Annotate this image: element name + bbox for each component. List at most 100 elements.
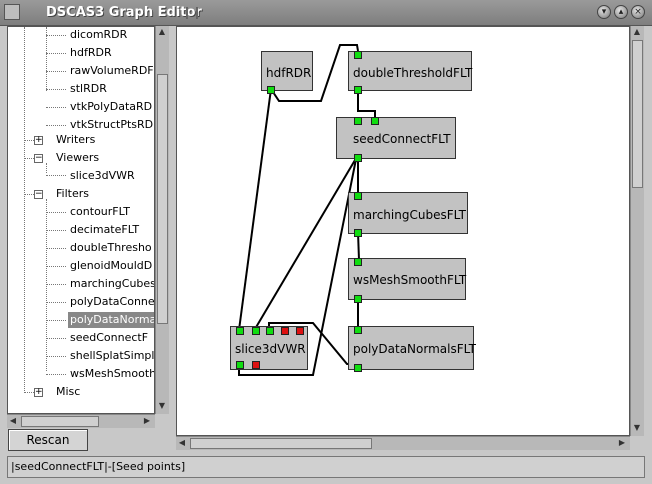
- tree-item-misc[interactable]: Misc: [56, 385, 81, 398]
- tree-item-filters[interactable]: Filters: [56, 187, 89, 200]
- node-label: slice3dVWR: [235, 342, 306, 356]
- tree-branch-line: [46, 199, 47, 371]
- node-doublethresholdflt[interactable]: doubleThresholdFLT: [348, 51, 473, 94]
- tree-item-hdfrdr[interactable]: hdfRDR: [70, 46, 112, 59]
- node-wsmeshsmoothflt[interactable]: wsMeshSmoothFLT: [348, 258, 467, 303]
- tree-item-viewers[interactable]: Viewers: [56, 151, 100, 164]
- tree-item-marchingcubes[interactable]: marchingCubes: [70, 277, 155, 290]
- scroll-up-icon[interactable]: ▲: [158, 27, 166, 36]
- node-label: hdfRDR: [266, 66, 312, 80]
- title-grip-icon: [186, 7, 198, 19]
- tree-branch-line: [24, 392, 42, 393]
- output-port[interactable]: [354, 154, 362, 162]
- node-slice3dvwr[interactable]: slice3dVWR: [230, 326, 308, 370]
- canvas-vertical-scrollbar[interactable]: ▲ ▼: [630, 26, 644, 436]
- module-tree[interactable]: dicomRDR hdfRDR rawVolumeRDF stlRDR vtkP…: [7, 26, 155, 414]
- canvas-vscroll-thumb[interactable]: [632, 40, 643, 188]
- tree-branch-line: [24, 194, 42, 195]
- collapse-viewers-icon[interactable]: −: [34, 153, 43, 163]
- connection-line: [238, 88, 272, 331]
- tree-item-decimateflt[interactable]: decimateFLT: [70, 223, 140, 236]
- tree-branch-line: [46, 163, 47, 173]
- input-port[interactable]: [236, 327, 244, 335]
- close-icon[interactable]: ×: [631, 5, 645, 19]
- expand-writers-icon[interactable]: +: [34, 135, 43, 145]
- node-hdfrdr[interactable]: hdfRDR: [261, 51, 313, 94]
- input-port-unconnected[interactable]: [296, 327, 304, 335]
- main-frame: dicomRDR hdfRDR rawVolumeRDF stlRDR vtkP…: [0, 26, 652, 484]
- minimize-icon[interactable]: ▾: [597, 5, 611, 19]
- tree-branch-line: [46, 27, 47, 91]
- tree-hscroll-thumb[interactable]: [21, 416, 99, 427]
- tree-item-doublethresholdflt[interactable]: doubleThresho: [70, 241, 152, 254]
- output-port[interactable]: [354, 229, 362, 237]
- node-label: wsMeshSmoothFLT: [353, 273, 467, 287]
- input-port[interactable]: [354, 192, 362, 200]
- node-seedconnectflt[interactable]: seedConnectFLT: [336, 117, 456, 162]
- tree-item-vtkstructptsrdr[interactable]: vtkStructPtsRD: [70, 118, 154, 131]
- tree-item-rawvolumerdr[interactable]: rawVolumeRDF: [70, 64, 154, 77]
- tree-branch-line: [46, 53, 66, 54]
- input-port[interactable]: [252, 327, 260, 335]
- scroll-left-icon[interactable]: ◀: [9, 416, 17, 425]
- input-port[interactable]: [354, 258, 362, 266]
- tree-item-shellsplatsimple[interactable]: shellSplatSimpl: [70, 349, 155, 362]
- maximize-icon[interactable]: ▴: [614, 5, 628, 19]
- graph-canvas[interactable]: hdfRDR doubleThresholdFLT seedConnectFLT…: [176, 26, 630, 436]
- input-port-unconnected[interactable]: [281, 327, 289, 335]
- tree-item-contourflt[interactable]: contourFLT: [70, 205, 130, 218]
- expand-misc-icon[interactable]: +: [34, 387, 43, 397]
- title-bar[interactable]: DSCAS3 Graph Editor ▾ ▴ ×: [0, 0, 652, 26]
- scroll-down-icon[interactable]: ▼: [158, 401, 166, 410]
- tree-branch-line: [46, 338, 66, 339]
- tree-item-stlrdr[interactable]: stlRDR: [70, 82, 107, 95]
- tree-branch-line: [46, 212, 66, 213]
- canvas-hscroll-thumb[interactable]: [190, 438, 372, 449]
- input-port[interactable]: [354, 51, 362, 59]
- tree-branch-line: [24, 158, 42, 159]
- output-port[interactable]: [236, 361, 244, 369]
- scroll-right-icon[interactable]: ▶: [618, 438, 626, 447]
- seed-points-port[interactable]: [371, 117, 379, 125]
- canvas-horizontal-scrollbar[interactable]: ◀ ▶: [176, 436, 630, 450]
- tree-branch-line: [46, 302, 66, 303]
- tree-branch-line: [24, 140, 42, 141]
- node-label: marchingCubesFLT: [353, 208, 466, 222]
- tree-item-wsmeshsmooth[interactable]: wsMeshSmooth: [70, 367, 155, 380]
- output-port-unconnected[interactable]: [252, 361, 260, 369]
- output-port[interactable]: [354, 364, 362, 372]
- connection-line: [357, 89, 376, 119]
- input-port[interactable]: [354, 117, 362, 125]
- scroll-up-icon[interactable]: ▲: [633, 27, 641, 36]
- output-port[interactable]: [354, 295, 362, 303]
- node-marchingcubesflt[interactable]: marchingCubesFLT: [348, 192, 468, 237]
- scroll-down-icon[interactable]: ▼: [633, 423, 641, 432]
- tree-branch-line: [46, 284, 66, 285]
- tree-horizontal-scrollbar[interactable]: ◀ ▶: [7, 414, 155, 428]
- tree-item-dicomrdr[interactable]: dicomRDR: [70, 28, 128, 41]
- tree-item-slice3dvwr[interactable]: slice3dVWR: [70, 169, 135, 182]
- collapse-filters-icon[interactable]: −: [34, 189, 43, 199]
- window-menu-icon[interactable]: [4, 4, 20, 20]
- tree-item-glenoidmould[interactable]: glenoidMouldD: [70, 259, 153, 272]
- node-polydatanormalsflt[interactable]: polyDataNormalsFLT: [348, 326, 476, 372]
- connection-line: [254, 154, 359, 330]
- scroll-left-icon[interactable]: ◀: [178, 438, 186, 447]
- rescan-button[interactable]: Rescan: [8, 429, 88, 451]
- tree-item-writers[interactable]: Writers: [56, 133, 96, 146]
- tree-vertical-scrollbar[interactable]: ▲ ▼: [155, 26, 169, 414]
- tree-branch-line: [46, 356, 66, 357]
- output-port[interactable]: [267, 86, 275, 94]
- tree-branch-line: [46, 89, 66, 90]
- tree-item-seedconnect[interactable]: seedConnectF: [70, 331, 149, 344]
- tree-branch-line: [24, 27, 25, 391]
- output-port[interactable]: [354, 86, 362, 94]
- node-label: doubleThresholdFLT: [353, 66, 473, 80]
- tree-vscroll-thumb[interactable]: [157, 74, 168, 324]
- input-port[interactable]: [266, 327, 274, 335]
- input-port[interactable]: [354, 326, 362, 334]
- tree-item-polydatanormals[interactable]: polyDataNorma: [68, 312, 154, 328]
- scroll-right-icon[interactable]: ▶: [143, 416, 151, 425]
- tree-item-vtkpolydatardr[interactable]: vtkPolyDataRD: [70, 100, 153, 113]
- tree-item-polydataconnect[interactable]: polyDataConne: [70, 295, 155, 308]
